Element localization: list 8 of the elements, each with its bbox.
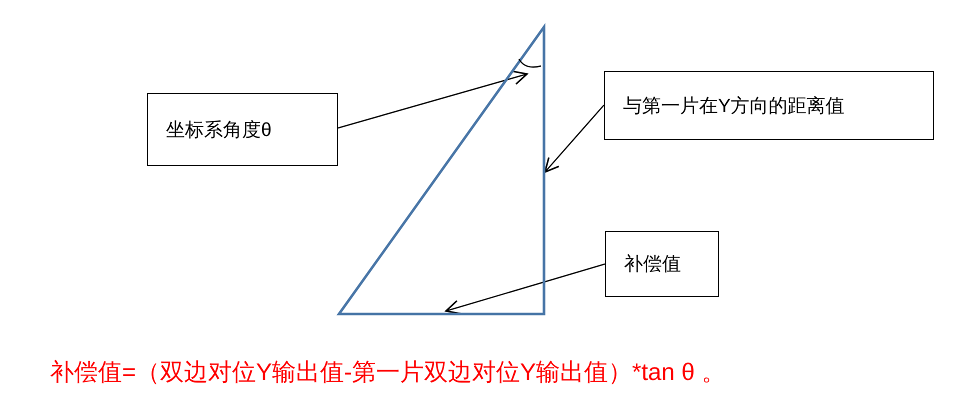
text-box: 与第一片在Y方向的距离值 [604,71,934,140]
text-box: 补偿值 [605,231,719,297]
text-box: 坐标系角度θ [147,93,338,166]
triangle [336,24,547,317]
leader-arrow [338,70,528,129]
leader-arrow [445,263,606,314]
leader-arrow [544,104,604,173]
formula-text: 补偿值=（双边对位Y输出值-第一片双边对位Y输出值）*tan θ 。 [50,358,726,388]
